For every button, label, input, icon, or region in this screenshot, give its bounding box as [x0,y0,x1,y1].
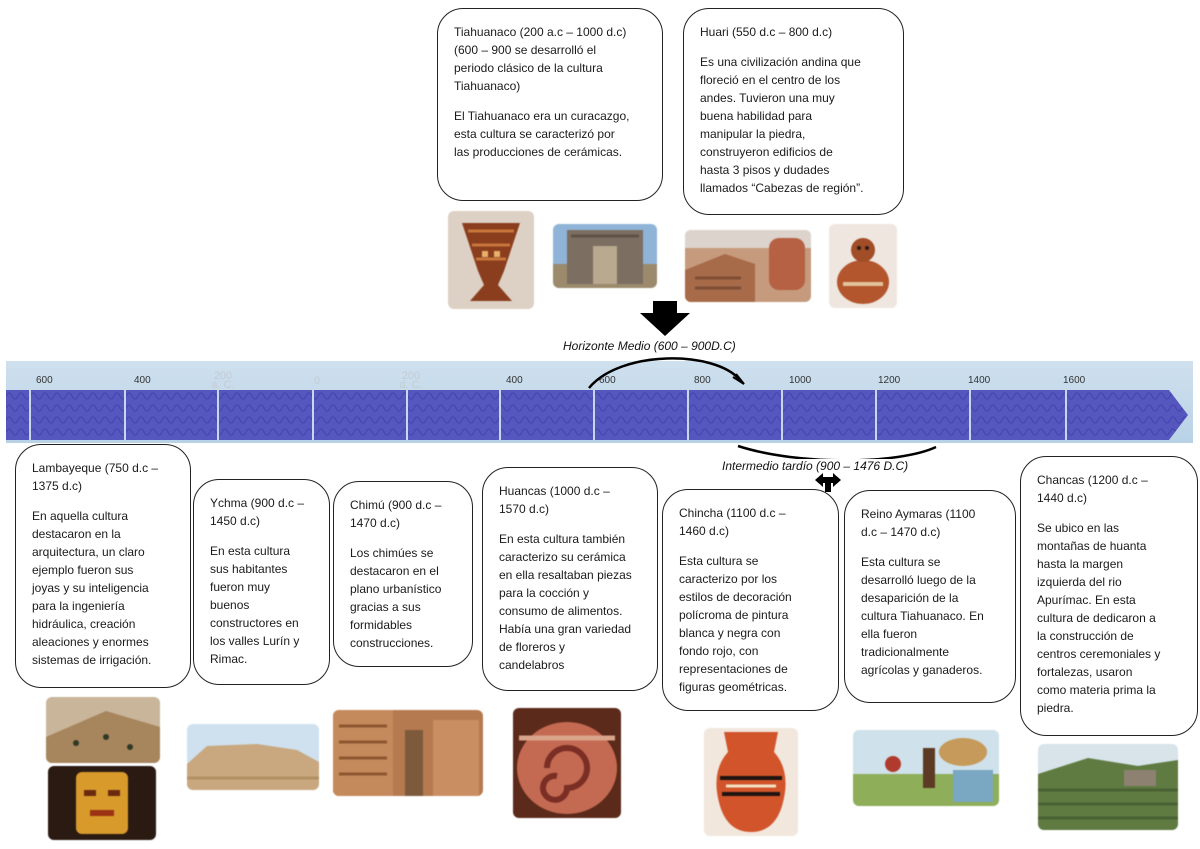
photo-huari-ruins [685,230,811,302]
card-chimu: Chimú (900 d.c – 1470 d.c) Los chimúes s… [333,481,473,667]
card-title: Huari (550 d.c – 800 d.c) [700,25,833,39]
card-body: En aquella cultura destacaron en la arqu… [32,509,152,667]
tick-label: 1200 [878,375,901,386]
card-title: Huancas (1000 d.c – 1570 d.c) [499,484,610,516]
card-chincha: Chincha (1100 d.c – 1460 d.c) Esta cultu… [662,489,839,711]
card-title: Reino Aymaras (1100 d.c – 1470 d.c) [861,507,976,539]
card-title: Lambayeque (750 d.c – 1375 d.c) [32,461,159,493]
photo-aymaras-painting [853,730,999,806]
photo-huancas-pottery [513,708,621,818]
photo-huari-vessel [829,224,897,308]
card-body: El Tiahuanaco era un curacazgo, esta cul… [454,109,630,159]
card-body: Es una civilización andina que floreció … [700,55,864,195]
tick-label: 600 [599,375,616,386]
card-title: Ychma (900 d.c – 1450 d.c) [210,496,305,528]
era-label-ac: 200 a. C. [211,370,235,391]
card-title: Chimú (900 d.c – 1470 d.c) [350,498,442,530]
photo-ychma-ruins [187,724,319,790]
card-body: Esta cultura se desarrolló luego de la d… [861,555,984,677]
double-arrow-icon [815,473,841,492]
down-arrow-icon [640,301,690,336]
photo-lambayeque-mask [48,766,156,840]
photo-chimu-walls [333,710,483,796]
card-body: Esta cultura se caracterizo por los esti… [679,554,792,694]
era-label-dc: 200 d. C. [399,370,423,391]
tick-label: 1600 [1063,375,1086,386]
tick-label: 400 [506,375,523,386]
card-chancas: Chancas (1200 d.c – 1440 d.c) Se ubico e… [1020,456,1198,736]
card-tiahuanaco: Tiahuanaco (200 a.c – 1000 d.c) (600 – 9… [437,8,663,201]
photo-lambayeque-model [46,697,160,763]
card-huancas: Huancas (1000 d.c – 1570 d.c) En esta cu… [482,467,658,691]
timeline-arrow [6,390,1188,440]
card-body: En esta cultura también caracterizo su c… [499,532,632,672]
card-ychma: Ychma (900 d.c – 1450 d.c) En esta cultu… [193,479,330,685]
tick-label: 600 [36,375,53,386]
photo-tiahuanaco-kero [448,211,534,309]
card-title: Chincha (1100 d.c – 1460 d.c) [679,506,786,538]
card-lambayeque: Lambayeque (750 d.c – 1375 d.c) En aquel… [15,444,191,688]
era-horizonte-medio: Horizonte Medio (600 – 900D.C) [563,339,736,353]
tick-label: 1000 [789,375,812,386]
tick-label: 1400 [968,375,991,386]
card-reino-aymaras: Reino Aymaras (1100 d.c – 1470 d.c) Esta… [844,490,1016,703]
tick-label: 400 [134,375,151,386]
photo-tiahuanaco-gate [553,224,657,288]
card-title: Chancas (1200 d.c – 1440 d.c) [1037,473,1148,505]
tick-label-zero: 0 [314,375,321,387]
card-huari: Huari (550 d.c – 800 d.c) Es una civiliz… [683,8,904,215]
photo-chancas-terraces [1038,744,1178,830]
card-body: En esta cultura sus habitantes fueron mu… [210,544,300,666]
tick-label: 800 [694,375,711,386]
card-body: Se ubico en las montañas de huanta hasta… [1037,521,1161,715]
card-title: Tiahuanaco (200 a.c – 1000 d.c) (600 – 9… [454,25,627,93]
photo-chincha-vase [704,728,798,836]
era-intermedio-tardio: Intermedio tardío (900 – 1476 D.C) [722,459,909,473]
card-body: Los chimúes se destacaron en el plano ur… [350,546,442,650]
